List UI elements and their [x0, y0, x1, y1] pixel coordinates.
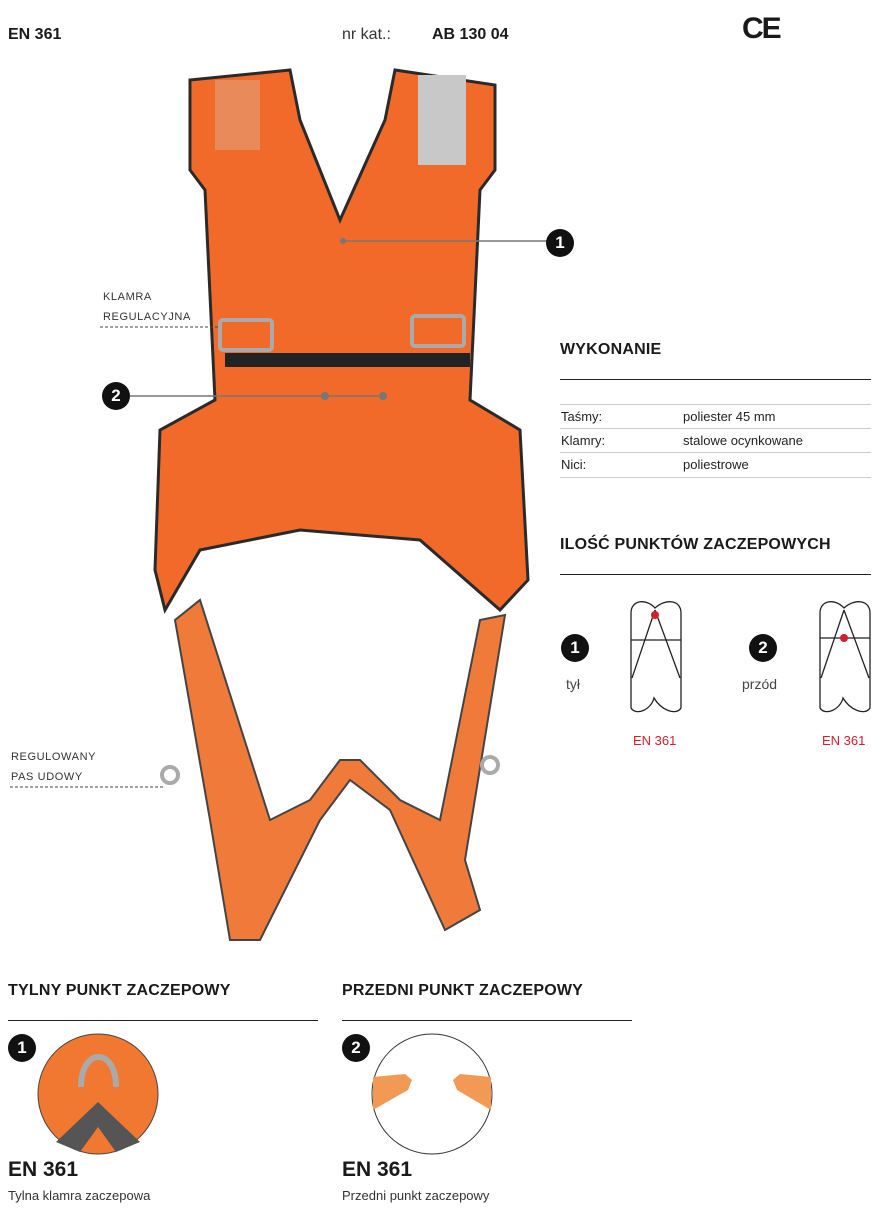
back-point-photo: [37, 1033, 159, 1155]
spec-label: Nici:: [561, 457, 587, 472]
buckle-label-line1: KLAMRA: [103, 291, 152, 303]
front-point-standard: EN 361: [342, 1158, 413, 1181]
front-point-photo: [371, 1033, 493, 1155]
points-title: ILOŚĆ PUNKTÓW ZACZEPOWYCH: [560, 536, 831, 553]
header-standard: EN 361: [8, 26, 62, 43]
spec-value: poliester 45 mm: [683, 409, 776, 424]
point-2-label: przód: [742, 676, 778, 692]
front-point-caption: Przedni punkt zaczepowy: [342, 1188, 490, 1203]
harness-image: [10, 68, 548, 941]
ce-mark: CE: [742, 12, 782, 45]
leg-strap-label: REGULOWANY PAS UDOWY: [11, 747, 96, 787]
back-point-standard: EN 361: [8, 1158, 79, 1181]
buckle-label: KLAMRA REGULACYJNA: [103, 287, 191, 327]
back-point-diagram: [630, 601, 682, 713]
front-point-diagram: [819, 601, 871, 713]
catalog-label: nr kat.:: [342, 26, 391, 43]
marker-2-badge: 2: [102, 382, 130, 410]
spec-value: poliestrowe: [683, 457, 749, 472]
back-point-badge: 1: [8, 1034, 36, 1062]
point-2-badge: 2: [749, 634, 777, 662]
leg-label-line1: REGULOWANY: [11, 751, 97, 763]
point-1-label: tył: [566, 676, 580, 692]
chest-strap: [225, 353, 470, 367]
point-1-standard: EN 361: [633, 733, 677, 748]
catalog-number: AB 130 04: [432, 26, 509, 43]
buckle-label-line2: REGULACYJNA: [103, 311, 191, 323]
back-point-title: TYLNY PUNKT ZACZEPOWY: [8, 982, 231, 999]
spec-label: Klamry:: [561, 433, 606, 448]
leg-label-line2: PAS UDOWY: [11, 771, 83, 783]
point-2-standard: EN 361: [822, 733, 866, 748]
front-point-badge: 2: [342, 1034, 370, 1062]
point-1-badge: 1: [561, 634, 589, 662]
spec-label: Taśmy:: [561, 409, 603, 424]
spec-value: stalowe ocynkowane: [683, 433, 803, 448]
specs-title: WYKONANIE: [560, 341, 662, 358]
marker-1-badge: 1: [546, 229, 574, 257]
back-point-caption: Tylna klamra zaczepowa: [8, 1188, 151, 1203]
front-point-title: PRZEDNI PUNKT ZACZEPOWY: [342, 982, 584, 999]
